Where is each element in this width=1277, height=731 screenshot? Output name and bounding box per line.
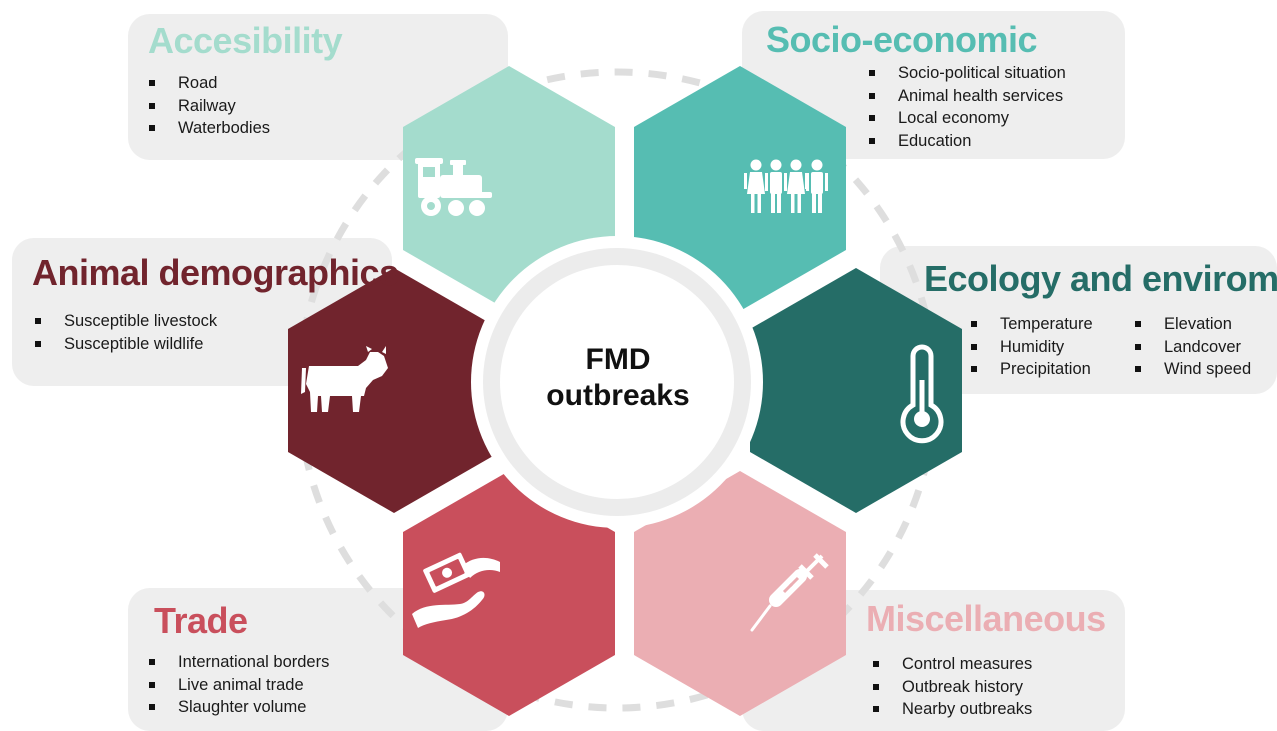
people-icon: [744, 159, 828, 213]
ecology-list-left: Temperature Humidity Precipitation: [970, 313, 1093, 381]
cow-icon: [301, 346, 388, 412]
syringe-icon: [750, 553, 829, 632]
list-item: Elevation: [1134, 313, 1251, 336]
list-item: Education: [868, 130, 1066, 153]
list-item: Animal health services: [868, 85, 1066, 108]
list-item: Susceptible wildlife: [34, 333, 217, 356]
list-item: Socio-political situation: [868, 62, 1066, 85]
list-item: Wind speed: [1134, 358, 1251, 381]
list-item: Control measures: [872, 653, 1032, 676]
hexagon-ecology: [750, 268, 962, 513]
center-label-line-2: outbreaks: [546, 379, 690, 412]
center-label-line-1: FMD: [585, 343, 651, 376]
list-item: Road: [148, 72, 270, 95]
accesibility-list: Road Railway Waterbodies: [148, 72, 270, 140]
list-item: Landcover: [1134, 336, 1251, 359]
animal-demographics-list: Susceptible livestock Susceptible wildli…: [34, 310, 217, 355]
list-item: Susceptible livestock: [34, 310, 217, 333]
list-item: Waterbodies: [148, 117, 270, 140]
center-label: FMD outbreaks: [520, 342, 716, 414]
trade-list: International borders Live animal trade …: [148, 651, 329, 719]
list-item: Live animal trade: [148, 674, 329, 697]
animal-demographics-title: Animal demographics: [32, 252, 399, 293]
list-item: Outbreak history: [872, 676, 1032, 699]
train-icon: [415, 158, 492, 216]
accesibility-title: Accesibility: [148, 20, 343, 61]
hexagon-trade: [403, 471, 615, 716]
list-item: International borders: [148, 651, 329, 674]
list-item: Slaughter volume: [148, 696, 329, 719]
center-inner-circle: [500, 265, 734, 499]
money-hand-icon: [412, 552, 500, 628]
hexagon-miscellaneous: [634, 471, 846, 716]
ecology-list-right: Elevation Landcover Wind speed: [1134, 313, 1251, 381]
thermometer-icon: [900, 344, 944, 444]
list-item: Precipitation: [970, 358, 1093, 381]
miscellaneous-title: Miscellaneous: [866, 598, 1106, 639]
miscellaneous-list: Control measures Outbreak history Nearby…: [872, 653, 1032, 721]
list-item: Railway: [148, 95, 270, 118]
ecology-title: Ecology and enviroment: [924, 258, 1277, 299]
list-item: Humidity: [970, 336, 1093, 359]
list-item: Nearby outbreaks: [872, 698, 1032, 721]
socio-economic-list: Socio-political situation Animal health …: [868, 62, 1066, 152]
list-item: Temperature: [970, 313, 1093, 336]
trade-title: Trade: [154, 600, 248, 641]
hexagon-animal-demographics: [288, 268, 500, 513]
socio-economic-title: Socio-economic: [766, 19, 1038, 60]
list-item: Local economy: [868, 107, 1066, 130]
hexagon-socio-economic: [634, 66, 846, 311]
